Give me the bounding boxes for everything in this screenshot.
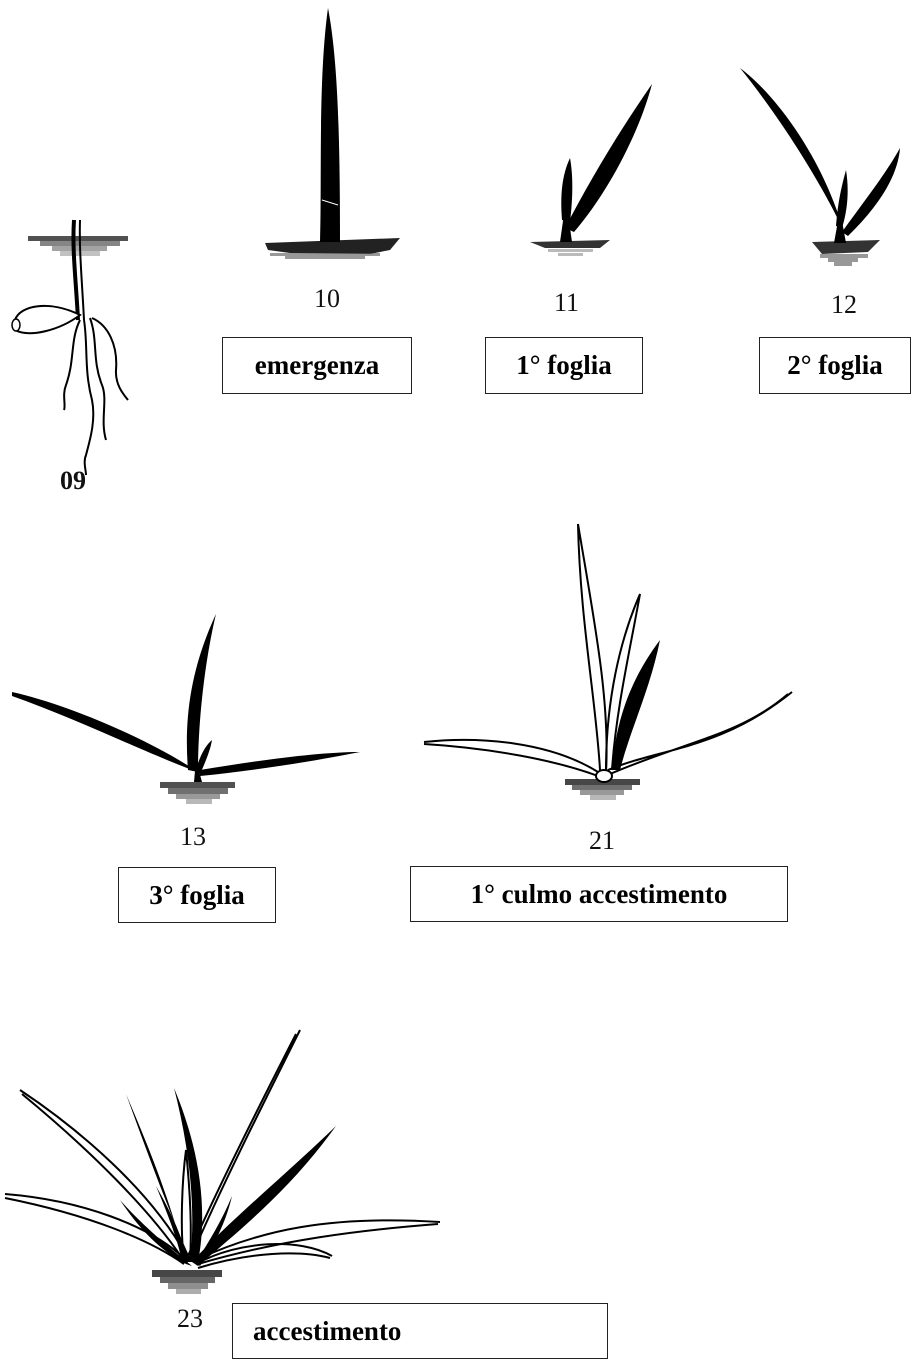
stage-code: 11 <box>554 290 579 316</box>
soil-23 <box>152 1270 222 1294</box>
stage-label: accestimento <box>232 1303 608 1359</box>
stage-label: emergenza <box>222 337 412 394</box>
leaf-21-left <box>424 740 598 776</box>
roots-09 <box>64 318 128 475</box>
plant-10 <box>265 8 400 259</box>
leaf-13-left <box>12 692 198 772</box>
stage-code: 23 <box>177 1306 203 1332</box>
soil-09 <box>28 236 128 256</box>
soil-13 <box>160 782 235 804</box>
plant-23 <box>5 1030 440 1294</box>
stage-code: 10 <box>314 286 340 312</box>
leaf-11 <box>565 84 652 232</box>
stage-code: 12 <box>831 292 857 318</box>
stage-code: 13 <box>180 824 206 850</box>
leaf-12a <box>740 68 844 232</box>
plant-21 <box>424 524 792 800</box>
plant-13 <box>12 614 360 804</box>
stage-label: 3° foglia <box>118 867 276 923</box>
stage-label: 2° foglia <box>759 337 911 394</box>
leaf-21-upright-a <box>578 524 607 772</box>
stage-code: 21 <box>589 828 615 854</box>
leaf-12b <box>836 170 848 228</box>
leaf-13-right <box>200 752 360 776</box>
stage-code: 09 <box>60 468 86 494</box>
leaf-13-upright <box>187 614 216 772</box>
leaf-12c <box>842 148 900 236</box>
plant-12 <box>740 68 900 266</box>
coleoptile-10 <box>320 8 340 242</box>
plant-11 <box>530 84 652 256</box>
soil-12 <box>812 240 880 254</box>
shoot-09 <box>73 220 78 320</box>
sheath-11 <box>561 158 572 222</box>
plant-09 <box>12 220 128 475</box>
seed-09 <box>15 306 80 333</box>
stage-label: 1° culmo accestimento <box>410 866 788 922</box>
stage-label: 1° foglia <box>485 337 643 394</box>
